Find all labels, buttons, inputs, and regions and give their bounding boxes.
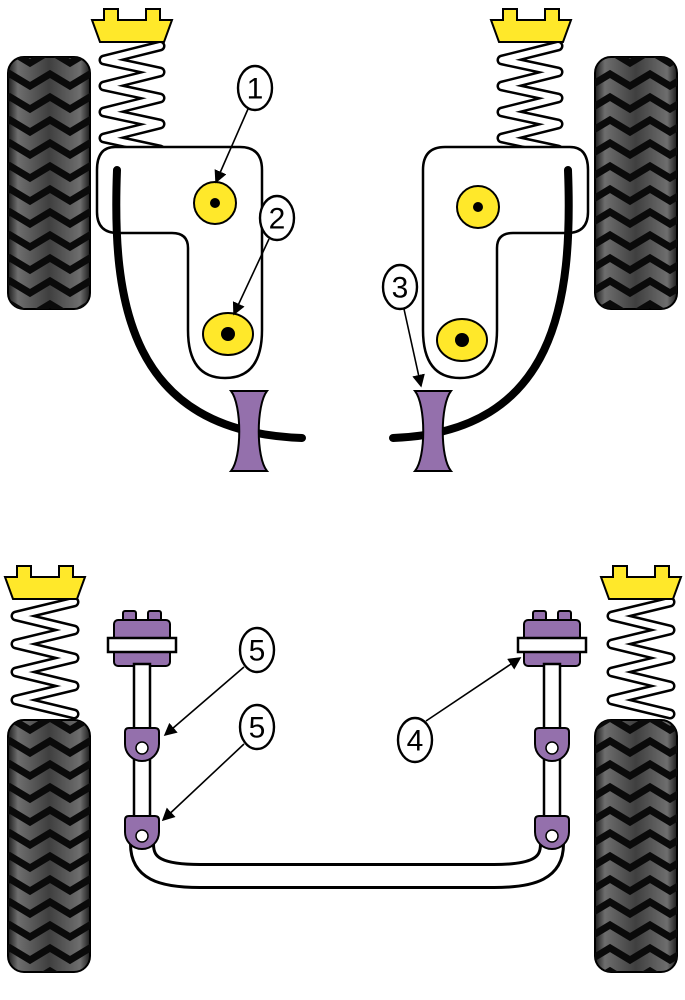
anti-roll-bar bbox=[129, 843, 565, 889]
tie-bar-right bbox=[516, 610, 588, 850]
link-bush-upper-hole bbox=[545, 741, 559, 755]
callout-5-upper-label: 5 bbox=[249, 635, 266, 668]
arm-rear-bush-left bbox=[202, 312, 254, 356]
tie-bar-left bbox=[106, 610, 178, 850]
callout-4-arrow bbox=[425, 657, 522, 722]
arm-front-bush-right bbox=[456, 185, 500, 229]
tire-tread-pattern bbox=[595, 57, 677, 309]
arm-front-bush-left bbox=[193, 181, 237, 225]
strut-bottom-left bbox=[3, 565, 87, 720]
top-mount-bush bbox=[3, 565, 87, 600]
anti-roll-bar-right bbox=[389, 166, 573, 442]
tie-bar-shaft bbox=[106, 636, 178, 654]
callout-5-lower-label: 5 bbox=[249, 712, 266, 745]
callout-3-label: 3 bbox=[392, 272, 409, 305]
top-view-front-suspension: 1 2 3 bbox=[7, 8, 678, 472]
callout-2: 2 bbox=[232, 194, 296, 316]
anti-roll-bar-body bbox=[132, 843, 562, 886]
link-rod-lower bbox=[132, 756, 152, 820]
link-rod-upper bbox=[132, 662, 152, 732]
callout-1-bubble bbox=[236, 64, 274, 112]
tire-bottom-right bbox=[594, 719, 678, 973]
tire-tread-pattern bbox=[8, 57, 90, 309]
link-bush-lower-hole bbox=[135, 829, 149, 843]
link-rod-upper bbox=[542, 662, 562, 732]
callout-5-lower-bubble bbox=[238, 703, 276, 751]
callout-4: 4 bbox=[396, 657, 522, 764]
tire-top-left bbox=[7, 56, 91, 310]
coil-spring-highlight bbox=[101, 43, 163, 153]
callout-1-label: 1 bbox=[247, 73, 264, 106]
callout-3-arrow bbox=[403, 308, 425, 388]
coil-spring-highlight bbox=[609, 599, 673, 717]
callout-3-bubble bbox=[381, 263, 419, 311]
top-mount-bush bbox=[599, 565, 683, 600]
link-bush-lower-hole bbox=[545, 829, 559, 843]
callout-4-label: 4 bbox=[407, 725, 424, 758]
callout-3: 3 bbox=[381, 263, 425, 388]
bush-center bbox=[210, 198, 220, 208]
tie-bar-shaft bbox=[516, 636, 588, 654]
callout-5-upper-arrow bbox=[163, 666, 245, 737]
callout-5-lower: 5 bbox=[161, 703, 276, 822]
bush-center bbox=[221, 327, 235, 341]
callout-1-arrow bbox=[214, 108, 249, 184]
callout-2-arrow bbox=[232, 238, 270, 316]
link-bush-upper-hole bbox=[135, 741, 149, 755]
top-mount-bush bbox=[489, 8, 573, 43]
callout-5-lower-arrow bbox=[161, 743, 245, 822]
callout-5-upper: 5 bbox=[163, 626, 276, 737]
top-mount-bush bbox=[90, 8, 174, 43]
strut-top-right bbox=[489, 8, 573, 156]
strut-top-left bbox=[90, 8, 174, 156]
callout-5-upper-bubble bbox=[238, 626, 276, 674]
tire-tread-pattern bbox=[8, 720, 90, 972]
tire-bottom-left bbox=[7, 719, 91, 973]
coil-spring-highlight bbox=[13, 599, 77, 717]
bush-center bbox=[473, 202, 483, 212]
callout-2-label: 2 bbox=[269, 203, 286, 236]
callout-1: 1 bbox=[214, 64, 274, 184]
tire-tread-pattern bbox=[595, 720, 677, 972]
arb-bush-left bbox=[228, 390, 270, 472]
bush-center bbox=[455, 333, 469, 347]
link-rod-lower bbox=[542, 756, 562, 820]
strut-bottom-right bbox=[599, 565, 683, 720]
arb-bush-right bbox=[412, 390, 454, 472]
callout-2-bubble bbox=[258, 194, 296, 242]
tire-top-right bbox=[594, 56, 678, 310]
callout-4-bubble bbox=[396, 716, 434, 764]
arm-rear-bush-right bbox=[436, 318, 488, 362]
coil-spring-highlight bbox=[499, 43, 561, 153]
bottom-view-front-suspension: 5 5 4 bbox=[3, 565, 683, 973]
